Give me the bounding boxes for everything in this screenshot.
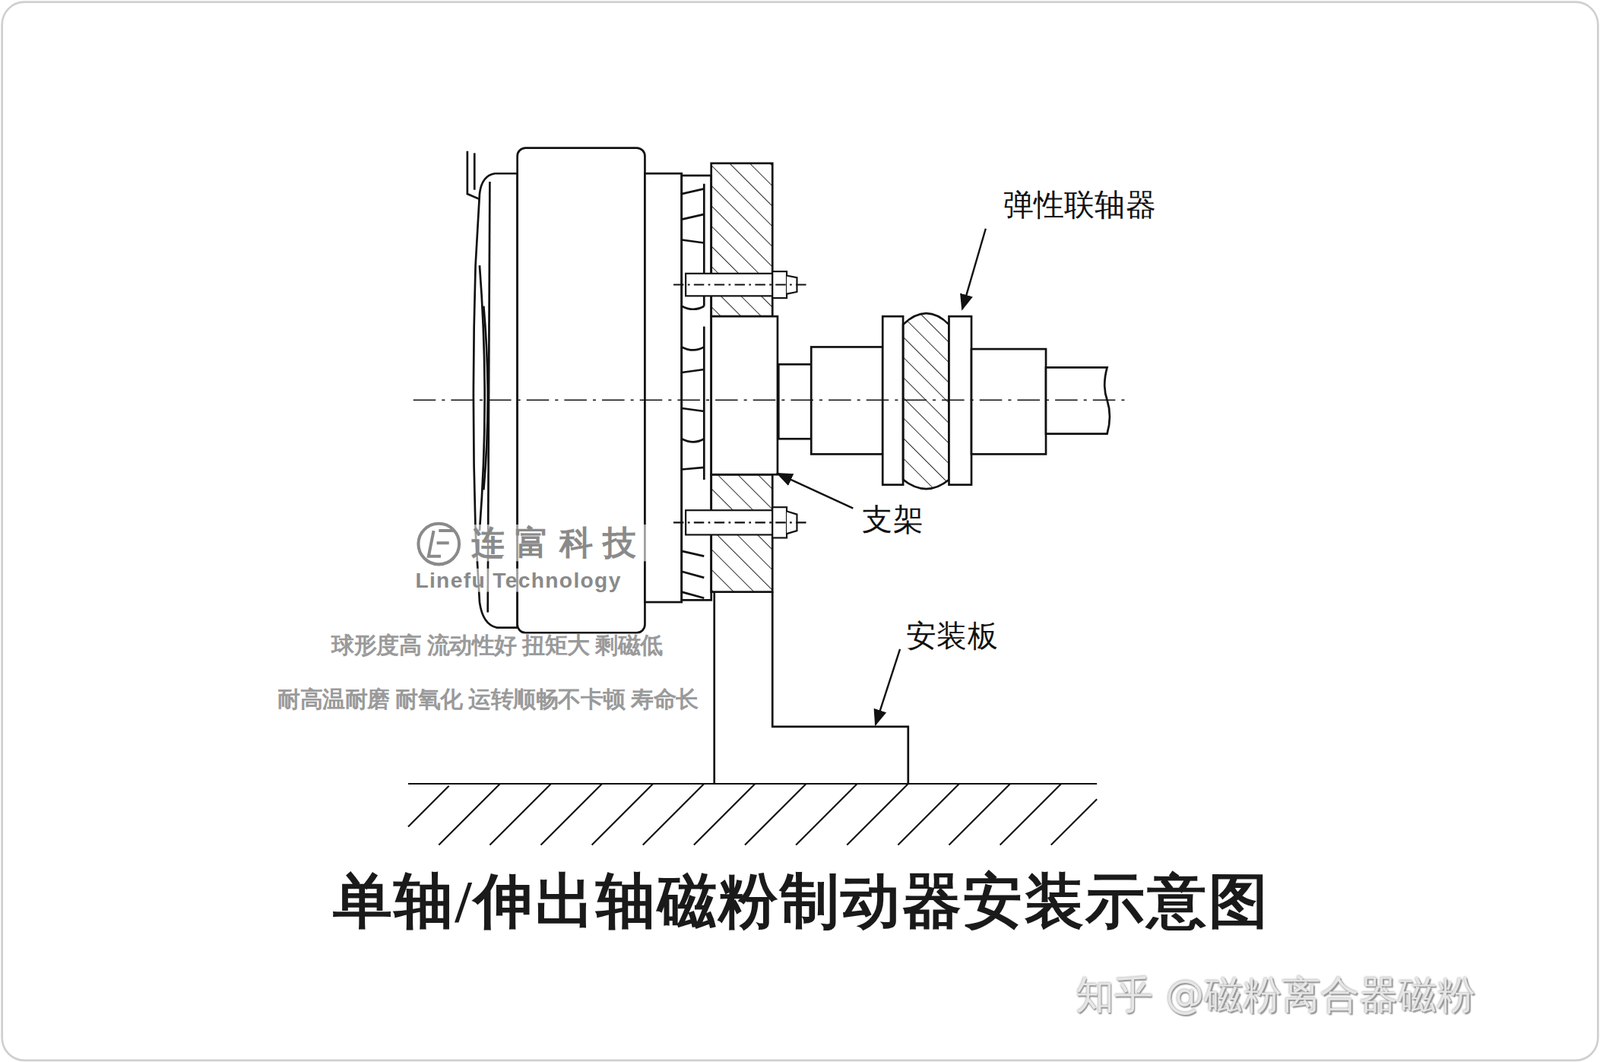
mounting-plate: [714, 592, 909, 784]
ground: [408, 783, 1097, 846]
shaft-and-coupling: [971, 348, 1046, 454]
logo-mark: [418, 523, 460, 565]
brake-body: [473, 152, 476, 190]
shaft-and-coupling: [902, 313, 949, 489]
leader-lines: [875, 649, 900, 725]
watermark-logo-text: 连富科技: [471, 524, 647, 562]
bolts: [673, 521, 807, 523]
leader-lines: [962, 228, 986, 310]
watermark-slogan: 耐高温耐磨 耐氧化 运转顺畅不卡顿 寿命长: [277, 687, 699, 713]
ground: [408, 782, 1097, 785]
diagram-title: 单轴/伸出轴磁粉制动器安装示意图: [332, 869, 1271, 935]
brake-body: [483, 306, 488, 491]
logo-mark: [428, 530, 454, 557]
brake-body: [644, 173, 682, 602]
mounting-plate: [712, 592, 716, 784]
brake-body: [703, 183, 706, 480]
brake-body: [479, 265, 485, 531]
shaft-and-coupling: [778, 364, 812, 439]
logo-mark: [418, 523, 460, 565]
center-line: [413, 399, 1128, 401]
ground: [408, 783, 1097, 846]
site-watermark: 知乎 @磁粉离合器磁粉: [1075, 974, 1476, 1018]
bolts: [673, 283, 807, 286]
center-line: [413, 399, 1128, 401]
part-name: 安装板: [906, 618, 999, 653]
brake-body: [681, 188, 705, 598]
brake-body: [681, 175, 712, 600]
shaft-and-coupling: [778, 313, 1110, 489]
watermark-logo-text: Linefu Technology: [415, 568, 621, 593]
brake-body: [467, 148, 712, 634]
bolts: [786, 275, 797, 294]
part-name: 支架: [861, 501, 924, 536]
bolts: [786, 511, 797, 535]
mounting-plate: [772, 592, 909, 784]
leader-lines: [777, 473, 853, 509]
watermark-slogan: 球形度高 流动性好 扭矩大 剩磁低: [331, 633, 663, 659]
bracket-section: [711, 316, 778, 475]
part-name: 弹性联轴器: [1003, 187, 1157, 222]
